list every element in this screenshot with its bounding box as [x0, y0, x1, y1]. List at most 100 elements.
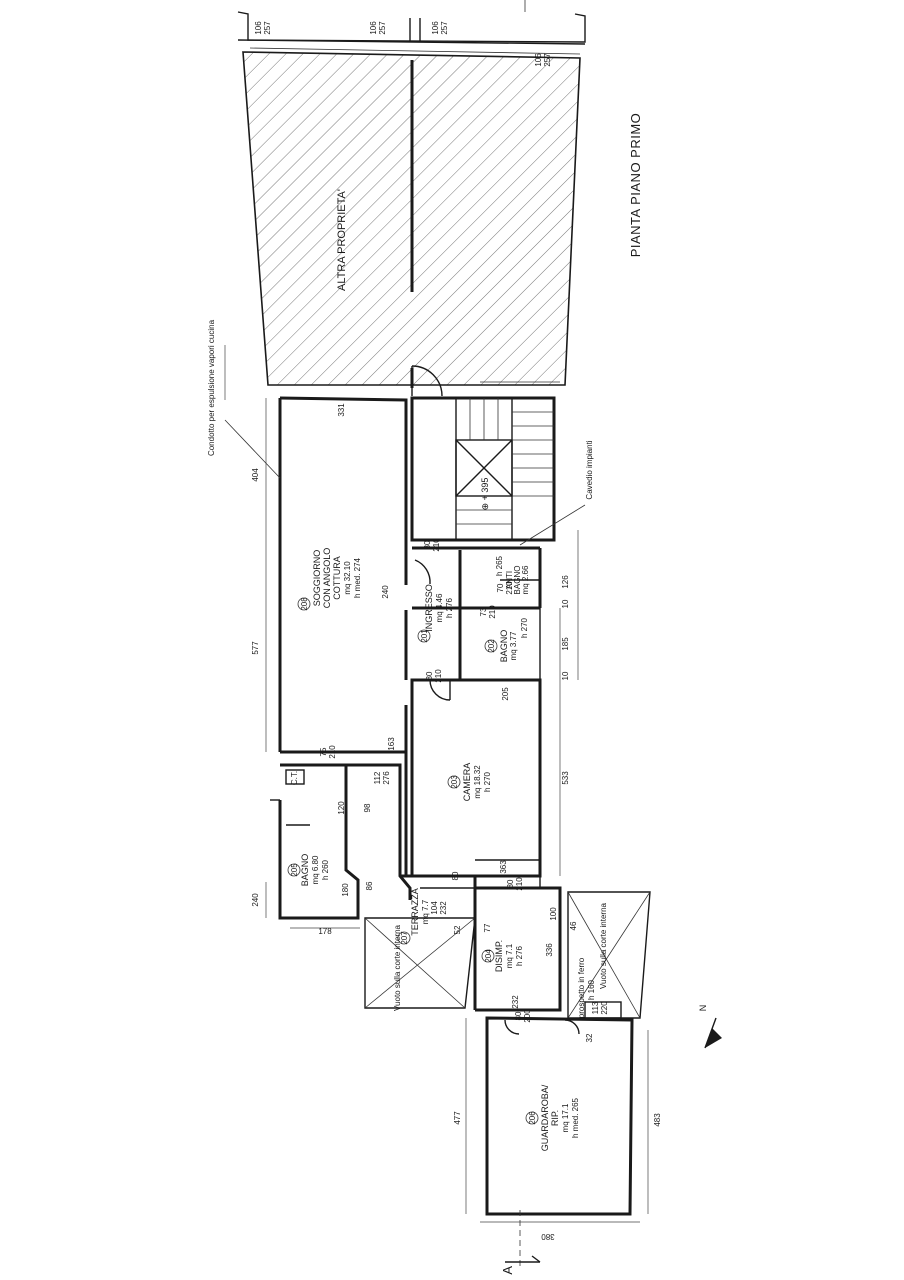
svg-text:DISIMP.: DISIMP. [494, 940, 504, 972]
svg-text:202: 202 [487, 639, 496, 653]
room-soggiorno: 208 SOGGIORNO CON ANGOLO COTTURA mq 32.1… [297, 548, 362, 611]
note-prospetto: prospetto in ferro [577, 957, 586, 1018]
dim-257a: 257 [263, 21, 272, 35]
dim-106d: 106 [534, 53, 543, 67]
dim-180: 180 [341, 883, 350, 897]
dim-10a: 10 [561, 671, 570, 680]
svg-text:h 270: h 270 [483, 771, 492, 792]
dim-178: 178 [318, 927, 332, 936]
dim-205: 205 [501, 687, 510, 701]
altra-proprieta-block [237, 0, 586, 388]
door-80b: 80 [425, 671, 434, 680]
dim-404: 404 [251, 468, 260, 482]
svg-text:208: 208 [300, 597, 309, 611]
dim-98: 98 [363, 803, 372, 812]
svg-text:206: 206 [528, 1111, 537, 1125]
door-75-h: 210 [328, 745, 337, 759]
svg-text:h med. 265: h med. 265 [571, 1097, 580, 1138]
svg-text:mq 2.66: mq 2.66 [521, 565, 530, 594]
dim-533: 533 [561, 771, 570, 785]
dim-185: 185 [561, 637, 570, 651]
dim-257d: 257 [543, 53, 552, 67]
svg-text:BAGNO: BAGNO [513, 566, 522, 595]
door-113-h: 220 [600, 1001, 609, 1015]
room-camera: 203 CAMERA mq 18.32 h 270 [447, 763, 492, 802]
svg-text:COTTURA: COTTURA [332, 556, 342, 600]
dim-106c: 106 [431, 21, 440, 35]
dim-477: 477 [453, 1111, 462, 1125]
door-73: 73 [479, 607, 488, 616]
note-condotto: Condotto per espulsione vapori cucina [207, 319, 216, 456]
dim-363: 363 [499, 860, 508, 874]
room-disimp: 204 DISIMP. mq 7.1 h 276 [481, 940, 524, 972]
note-vuoto-2: Vuoto sulla corte interna [599, 902, 608, 989]
svg-text:CON ANGOLO: CON ANGOLO [322, 548, 332, 609]
svg-text:h 276: h 276 [445, 597, 454, 618]
svg-text:TERRAZZA: TERRAZZA [410, 888, 420, 936]
section-line-a: A [500, 1210, 541, 1275]
dim-46: 46 [569, 921, 578, 930]
door-70: 70 [496, 583, 505, 592]
dim-86: 86 [365, 881, 374, 890]
dim-80b: 80 [451, 871, 460, 880]
svg-text:203: 203 [450, 775, 459, 789]
page-title: PIANTA PIANO PRIMO [628, 113, 643, 258]
door-112-h: 276 [382, 771, 391, 785]
apartment-walls [270, 365, 651, 1216]
room-ingresso: 201 INGRESSO mq 4.46 h 276 [417, 584, 454, 643]
room-bagno-205: 205 BAGNO mq 6.80 h 260 [287, 854, 330, 887]
room-terrazza: 207 TERRAZZA mq 7.7 [397, 888, 430, 945]
svg-text:ANTI: ANTI [505, 571, 514, 589]
dim-120: 120 [337, 801, 346, 815]
svg-text:h med. 274: h med. 274 [353, 557, 362, 598]
dim-257b: 257 [378, 21, 387, 35]
svg-text:BAGNO: BAGNO [300, 854, 310, 887]
svg-text:N: N [698, 1005, 708, 1012]
dim-577: 577 [251, 641, 260, 655]
svg-text:207: 207 [400, 931, 409, 945]
dim-232: 232 [511, 995, 520, 1009]
door-80c: 80 [506, 879, 515, 888]
room-antibagno: ANTI BAGNO mq 2.66 h 265 [495, 555, 530, 594]
dim-106a: 106 [254, 21, 263, 35]
dim-483: 483 [653, 1113, 662, 1127]
dim-331: 331 [337, 403, 346, 417]
door-112: 112 [373, 771, 382, 784]
north-arrow-icon: N [698, 1005, 722, 1049]
room-bagno-202: 202 BAGNO mq 3.77 h 270 [484, 617, 529, 663]
svg-text:A: A [500, 1265, 515, 1274]
svg-text:BAGNO: BAGNO [499, 630, 509, 663]
dimension-lines [224, 345, 649, 1223]
dim-380: 380 [541, 1232, 555, 1241]
dim-100: 100 [549, 907, 558, 921]
dim-257c: 257 [440, 21, 449, 35]
dim-126: 126 [561, 575, 570, 589]
door-104: 104 [430, 901, 439, 915]
dim-240: 240 [251, 893, 260, 907]
door-73-h: 210 [488, 605, 497, 619]
dim-336: 336 [545, 943, 554, 957]
note-prospetto-h: h 160 [587, 979, 596, 1000]
note-vuoto-1: Vuoto sulla corte interna [393, 924, 402, 1011]
dim-77: 77 [483, 923, 492, 932]
svg-text:mq 3.77: mq 3.77 [509, 631, 518, 660]
altra-proprieta-label: ALTRA PROPRIETA' [336, 189, 348, 291]
door-80d-h: 200 [523, 1009, 532, 1023]
door-80d: 80 [514, 1011, 523, 1020]
dim-163: 163 [387, 737, 396, 751]
door-80a: 80 [423, 540, 432, 549]
svg-text:h 270: h 270 [520, 617, 529, 638]
door-210c: 210 [515, 877, 524, 891]
svg-text:CAMERA: CAMERA [462, 763, 472, 802]
svg-text:mq 18.32: mq 18.32 [473, 765, 482, 799]
dim-106b: 106 [369, 21, 378, 35]
svg-text:mq 7.1: mq 7.1 [505, 943, 514, 968]
svg-text:GUARDAROBA/: GUARDAROBA/ [540, 1084, 550, 1151]
svg-text:201: 201 [420, 629, 429, 643]
room-guardaroba: 206 GUARDAROBA/ RIP. mq 17.1 h med. 265 [525, 1084, 580, 1151]
svg-text:mq 32.10: mq 32.10 [343, 561, 352, 595]
door-70-h: 210 [505, 581, 514, 595]
door-104-h: 232 [439, 901, 448, 915]
svg-text:mq 6.80: mq 6.80 [311, 855, 320, 884]
